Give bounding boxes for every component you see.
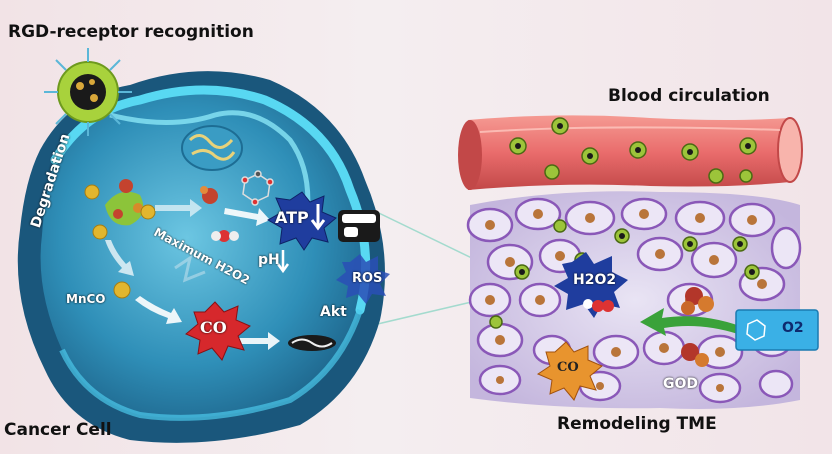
- fist-icon: [338, 210, 380, 242]
- rgd-recognition-label: RGD-receptor recognition: [8, 22, 254, 42]
- remodeling-tme-label: Remodeling TME: [557, 414, 717, 434]
- cancer-cell-cutaway-edge: [109, 110, 311, 231]
- metal-cluster-icon: [200, 186, 218, 204]
- atp-down-arrow: [310, 204, 326, 231]
- o2-box: [735, 309, 819, 351]
- mitochondrion-icon: [181, 125, 243, 171]
- god-enzyme-cluster: [681, 287, 714, 367]
- atp-label: ATP: [275, 208, 309, 227]
- ros-label: ROS: [352, 271, 383, 286]
- akt-label: Akt: [320, 304, 347, 320]
- tissue-cell-nuclei: [485, 209, 777, 392]
- mnco-spheres: [84, 184, 156, 299]
- glucose-molecule-icon: [746, 319, 766, 341]
- electron-zigzag: [174, 254, 206, 283]
- co-cell-label: CO: [200, 318, 227, 337]
- degraded-nanoparticle-cluster: [105, 179, 144, 226]
- ros-burst-icon: [336, 254, 390, 304]
- cancer-cell-label: Cancer Cell: [4, 420, 112, 440]
- co-burst-cell-icon: [185, 301, 251, 361]
- water-molecule-icon: [211, 230, 239, 242]
- nanoparticle-cores: [515, 123, 755, 275]
- ph-down-arrow: [276, 250, 290, 274]
- circulating-nanoparticles: [489, 117, 760, 329]
- mnco-label: MnCO: [66, 292, 106, 306]
- green-reaction-arrow: [640, 308, 740, 336]
- h2o2-molecule-icon: [583, 299, 614, 312]
- glucose-molecule-icon: [241, 170, 274, 206]
- h2o2-label: H2O2: [573, 272, 617, 288]
- akt-pathway-icon: [288, 335, 336, 351]
- cancer-cell-body: [40, 90, 366, 418]
- blood-circulation-label: Blood circulation: [608, 86, 770, 106]
- nanoparticle-icon: [44, 48, 132, 136]
- cancer-cell-bottom-rim: [59, 309, 363, 421]
- god-label: GOD: [663, 376, 699, 392]
- co-burst-tme-icon: [536, 341, 603, 401]
- co-tme-label: CO: [557, 360, 579, 375]
- o2-label: O2: [782, 320, 804, 336]
- arrow-icon: [105, 199, 280, 350]
- ph-label: pH: [258, 252, 280, 268]
